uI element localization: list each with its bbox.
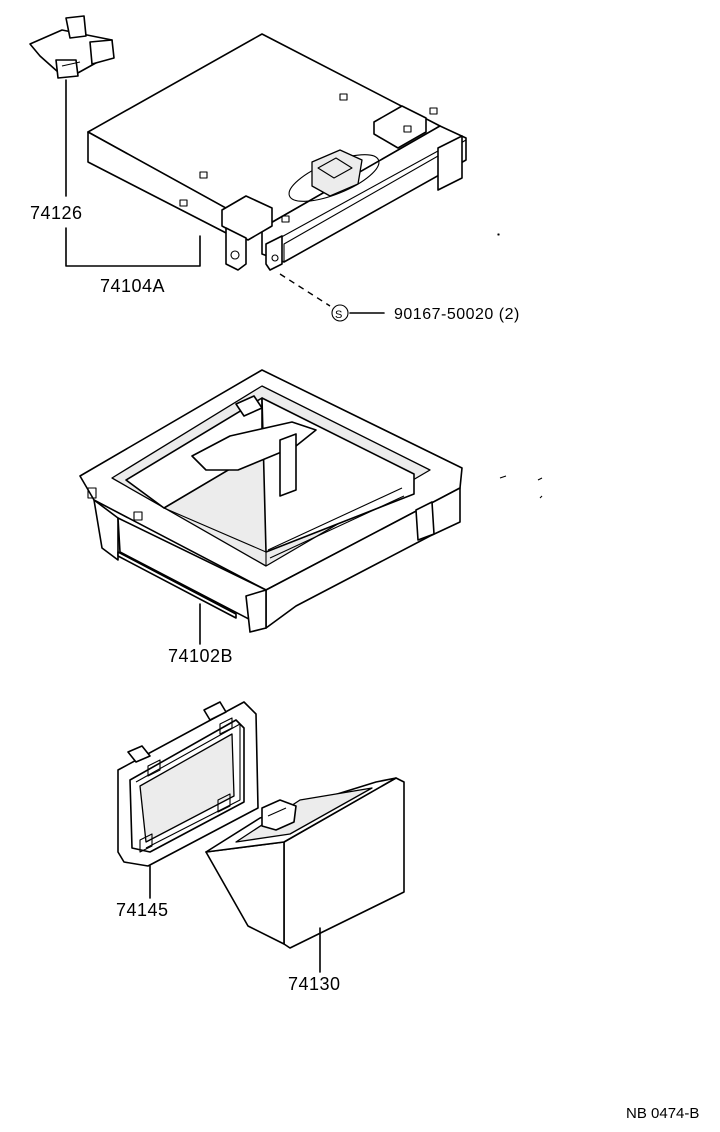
tray-74130-drawing [205, 777, 405, 949]
part-number-90167-50020: 90167-50020 (2) [394, 306, 520, 323]
part-number-74102B: 74102B [168, 646, 233, 666]
screw-symbol-letter: S [335, 309, 342, 321]
clip-74126-drawing [29, 15, 115, 79]
frame-74145-drawing [117, 701, 259, 867]
bracket-assembly-drawing [87, 33, 500, 271]
part-number-74130: 74130 [288, 974, 341, 994]
main-box-drawing [79, 369, 463, 633]
stray-marks [499, 475, 543, 499]
bracket-leader-lines [65, 79, 201, 267]
screw-leader [279, 273, 385, 322]
diagram-reference-code: NB 0474-B [626, 1105, 699, 1122]
part-number-74145: 74145 [116, 900, 169, 920]
screw-symbol-icon [331, 304, 349, 322]
part-number-74126: 74126 [30, 203, 83, 223]
part-number-74104A: 74104A [100, 276, 165, 296]
